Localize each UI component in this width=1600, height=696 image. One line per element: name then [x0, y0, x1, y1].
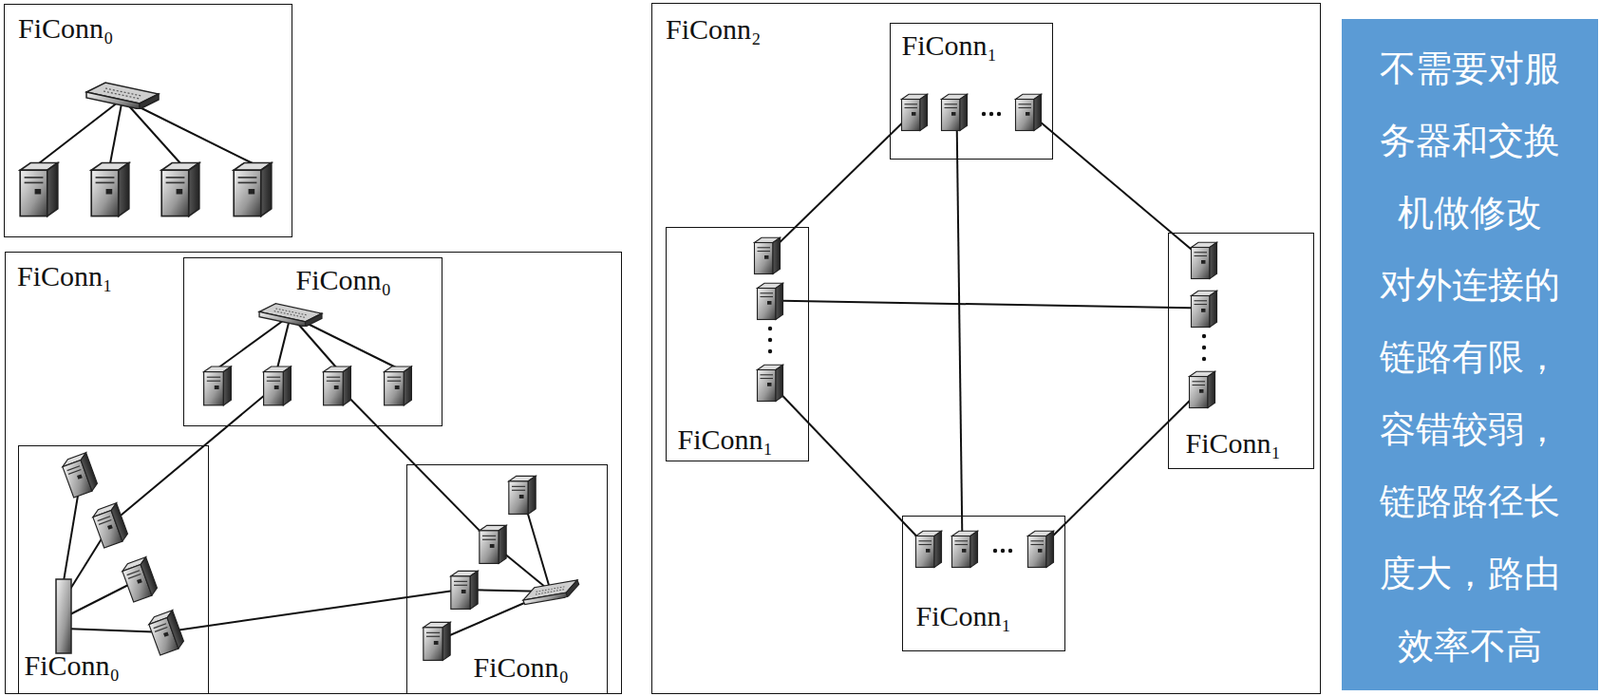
box-label: FiConn₀ — [296, 263, 393, 296]
link-line — [770, 301, 1205, 309]
network-box: FiConn₀ — [406, 464, 608, 695]
network-box: FiConn₀ — [183, 257, 443, 427]
link-line — [166, 589, 465, 633]
link-line — [957, 112, 963, 549]
box-label: FiConn₀ — [18, 12, 114, 44]
box-label: FiConn₁ — [916, 600, 1013, 632]
network-box: FiConn₀ — [3, 3, 293, 238]
link-line — [767, 112, 915, 256]
network-box: FiConn₀ — [18, 445, 209, 695]
box-label: FiConn₁ — [1185, 427, 1282, 459]
note-box: 不需要对服务器和交换机做修改对外连接的链路有限，容错较弱，链路路径长度大，路由效… — [1341, 18, 1599, 691]
network-box: FiConn₂ FiConn₁ FiConn₁ FiConn₁ FiConn₁ — [651, 2, 1321, 695]
network-box: FiConn₁ — [902, 515, 1066, 652]
link-line — [1028, 112, 1205, 261]
note-text: 对外连接的链路有限，容错较弱，链路路径长度大，路由效率不高 — [1376, 248, 1563, 682]
box-label: FiConn₂ — [665, 13, 762, 45]
box-label: FiConn₀ — [473, 651, 570, 683]
network-box: FiConn₁ — [889, 22, 1054, 160]
network-box: FiConn₁ FiConn₀ FiConn₀ FiConn₀ — [4, 251, 622, 695]
box-label: FiConn₀ — [24, 649, 121, 681]
link-line — [770, 382, 929, 549]
box-label: FiConn₁ — [677, 423, 774, 455]
network-box: FiConn₁ — [665, 226, 810, 462]
box-label: FiConn₁ — [17, 260, 113, 292]
network-box: FiConn₁ — [1167, 232, 1315, 470]
note-text: 不需要对服务器和交换机做修改 — [1376, 32, 1563, 249]
box-label: FiConn₁ — [902, 29, 998, 61]
link-line — [110, 385, 278, 526]
